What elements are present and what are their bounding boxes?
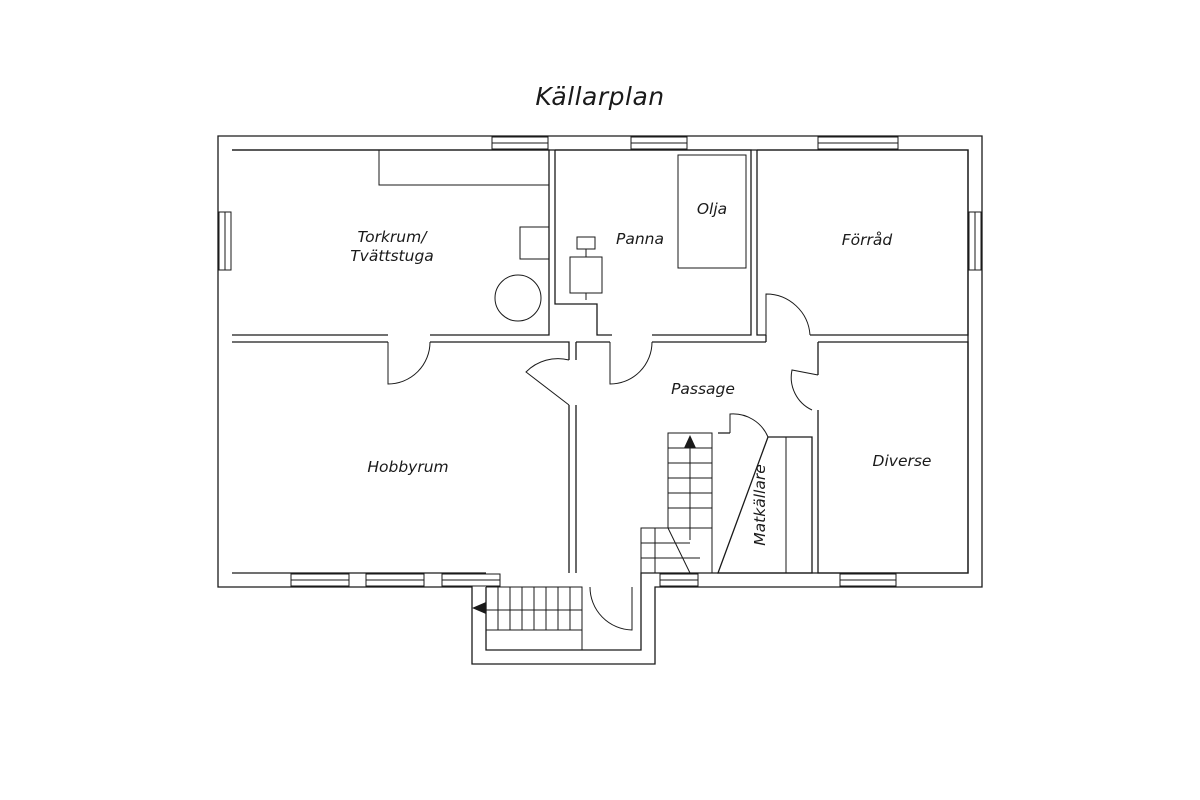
- door-hobby-torkrum: [387, 341, 431, 385]
- label-torkrum-line1: Torkrum/: [358, 228, 429, 246]
- boiler: [569, 256, 603, 294]
- door-exterior: [589, 586, 633, 631]
- doors: [387, 293, 819, 631]
- room-torkrum-tvattstuga: [232, 149, 550, 336]
- room-hobbyrum: [232, 341, 570, 573]
- label-forrad: Förråd: [842, 231, 893, 249]
- door-panna: [609, 341, 653, 385]
- passage-walls: [575, 335, 767, 573]
- room-matkallare: [717, 432, 813, 574]
- laundry-counter: [378, 150, 549, 186]
- door-matkallare: [729, 413, 769, 438]
- label-diverse: Diverse: [873, 452, 932, 470]
- stair-arrow-icon: [684, 435, 696, 448]
- label-torkrum-line2: Tvättstuga: [350, 247, 434, 265]
- washing-machine: [519, 226, 550, 260]
- exterior-stair-arrow-icon: [472, 602, 486, 614]
- oil-tank: [677, 154, 747, 269]
- windows: [218, 136, 982, 587]
- label-panna: Panna: [616, 230, 664, 248]
- door-hobby-passage: [525, 358, 570, 406]
- door-forrad: [765, 293, 811, 336]
- plan-title: Källarplan: [535, 82, 665, 111]
- label-hobbyrum: Hobbyrum: [367, 458, 448, 476]
- room-forrad: [756, 149, 969, 336]
- laundry-tub: [494, 274, 542, 322]
- door-diverse: [790, 369, 819, 411]
- room-diverse: [817, 341, 969, 574]
- room-panna: [554, 149, 752, 336]
- label-olja: Olja: [697, 200, 727, 218]
- label-matkallare: Matkällare: [751, 464, 769, 545]
- label-passage: Passage: [671, 380, 735, 398]
- boiler-top: [576, 236, 596, 250]
- interior-stairs: [640, 432, 713, 574]
- exterior-stairs: [472, 586, 583, 650]
